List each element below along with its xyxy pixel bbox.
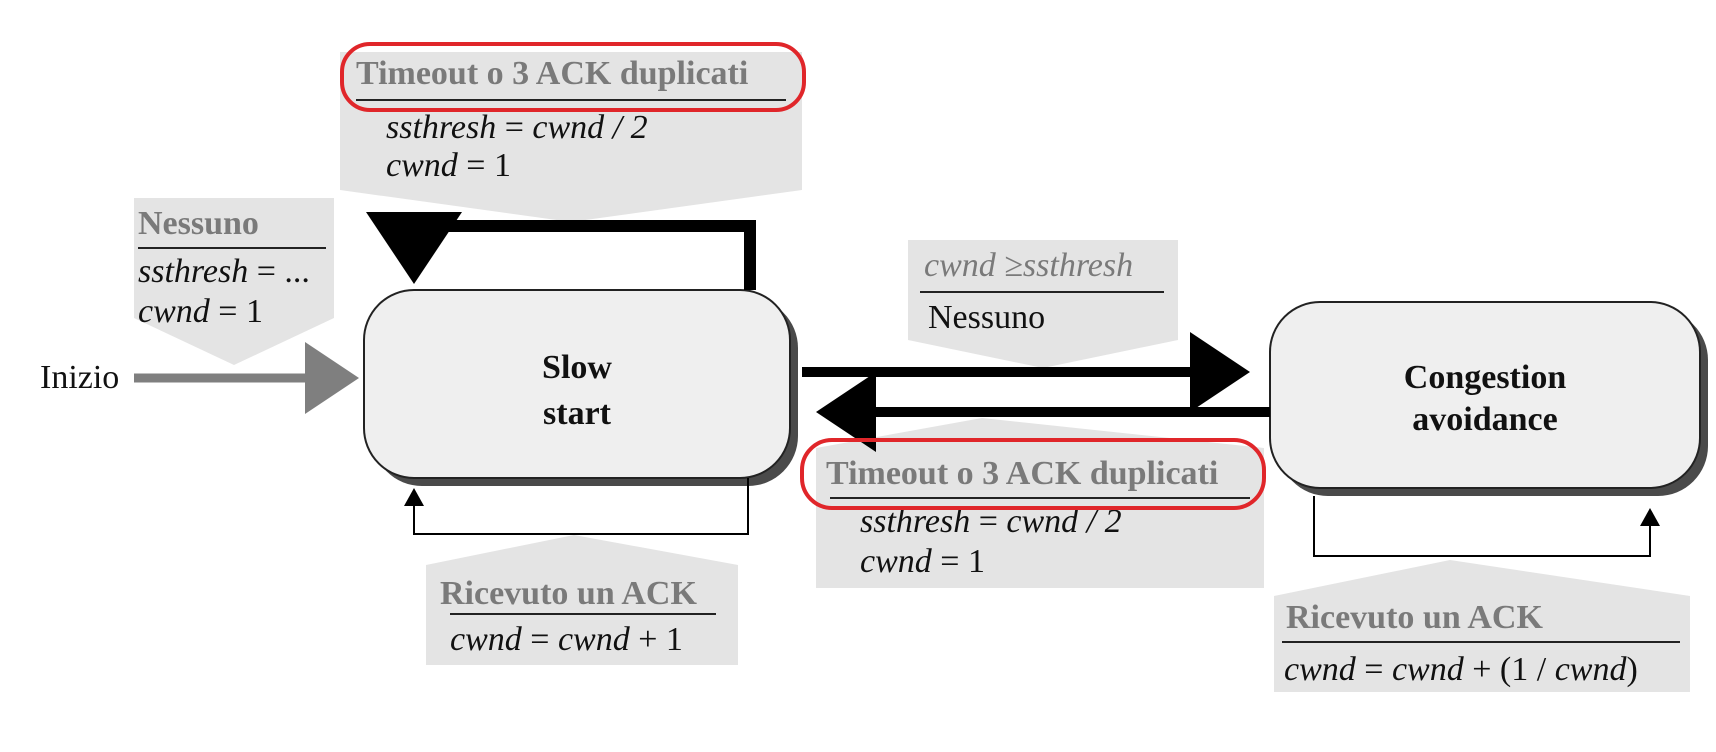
label-ss-ack-action: cwnd = cwnd + 1 [450,621,683,658]
label-box-ss-ack [426,535,738,665]
state-slow-start-line2: start [543,395,612,432]
state-congestion-avoidance: Congestion avoidance [1269,301,1708,496]
label-box-ca-ack [1274,560,1690,692]
label-box-ss-timeout [340,52,802,222]
label-initial-action2: cwnd = 1 [138,293,263,330]
label-initial-action1: ssthresh = ... [138,253,310,290]
label-ca-timeout: Timeout o 3 ACK duplicati ssthresh = cwn… [800,438,1266,580]
highlight-ss-timeout [340,42,806,112]
highlight-ca-timeout [800,438,1266,510]
label-ss-ack: Ricevuto un ACK cwnd = cwnd + 1 [440,575,716,658]
state-slow-start: Slow start [363,289,798,486]
label-ca-timeout-action2: cwnd = 1 [860,543,985,580]
label-ss-timeout: Timeout o 3 ACK duplicati ssthresh = cwn… [340,42,806,184]
label-ca-ack-action: cwnd = cwnd + (1 / cwnd) [1284,651,1638,688]
label-ss-ack-event: Ricevuto un ACK [440,575,697,612]
arrow-ss-timeout-selfloop [366,212,756,290]
label-ss-timeout-event: Timeout o 3 ACK duplicati [356,55,748,92]
state-congestion-avoidance-line1: Congestion [1404,359,1567,396]
label-box-ca-timeout [816,418,1264,588]
label-ca-ack-event: Ricevuto un ACK [1286,599,1543,636]
label-box-to-ca [908,240,1178,368]
label-to-ca: cwnd ≥ssthresh Nessuno [920,247,1164,336]
label-ss-timeout-action1: ssthresh = cwnd / 2 [386,109,648,146]
label-initial: Nessuno ssthresh = ... cwnd = 1 [138,205,326,330]
state-congestion-avoidance-line2: avoidance [1412,401,1557,438]
label-ca-timeout-event: Timeout o 3 ACK duplicati [826,455,1218,492]
state-slow-start-line1: Slow [542,349,612,386]
arrow-ss-ack-selfloop [404,478,749,535]
label-initial-event: Nessuno [138,205,259,242]
start-label: Inizio [40,359,119,396]
label-to-ca-action: Nessuno [928,299,1045,336]
label-ca-ack: Ricevuto un ACK cwnd = cwnd + (1 / cwnd) [1282,599,1680,688]
label-box-initial [134,198,334,365]
arrow-ca-ack-selfloop [1313,496,1660,557]
label-to-ca-event: cwnd ≥ssthresh [924,247,1133,284]
label-ss-timeout-action2: cwnd = 1 [386,147,511,184]
